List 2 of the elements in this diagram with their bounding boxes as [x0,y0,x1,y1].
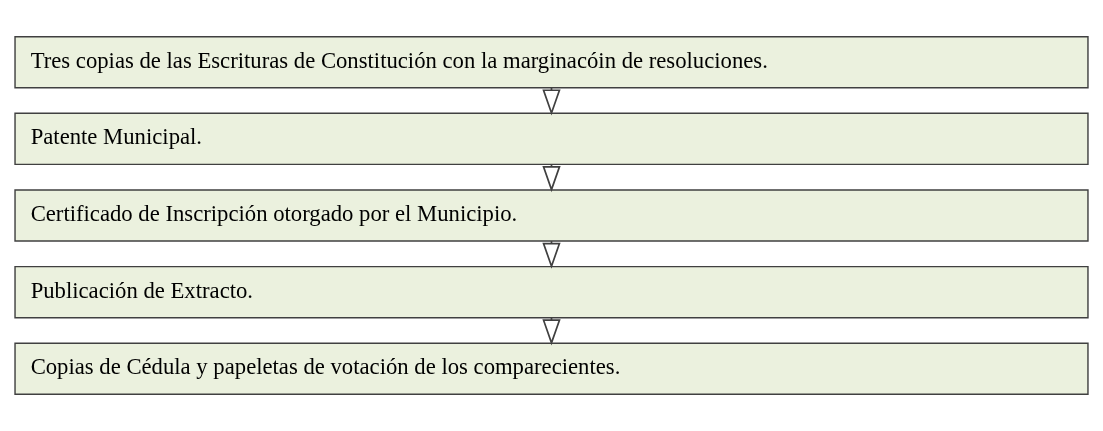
node-box: Copias de Cédula y papeletas de votación de los comparecientes. [14,342,1089,396]
node-box: Certificado de Inscripción otorgado por el Municipio. [14,189,1089,242]
